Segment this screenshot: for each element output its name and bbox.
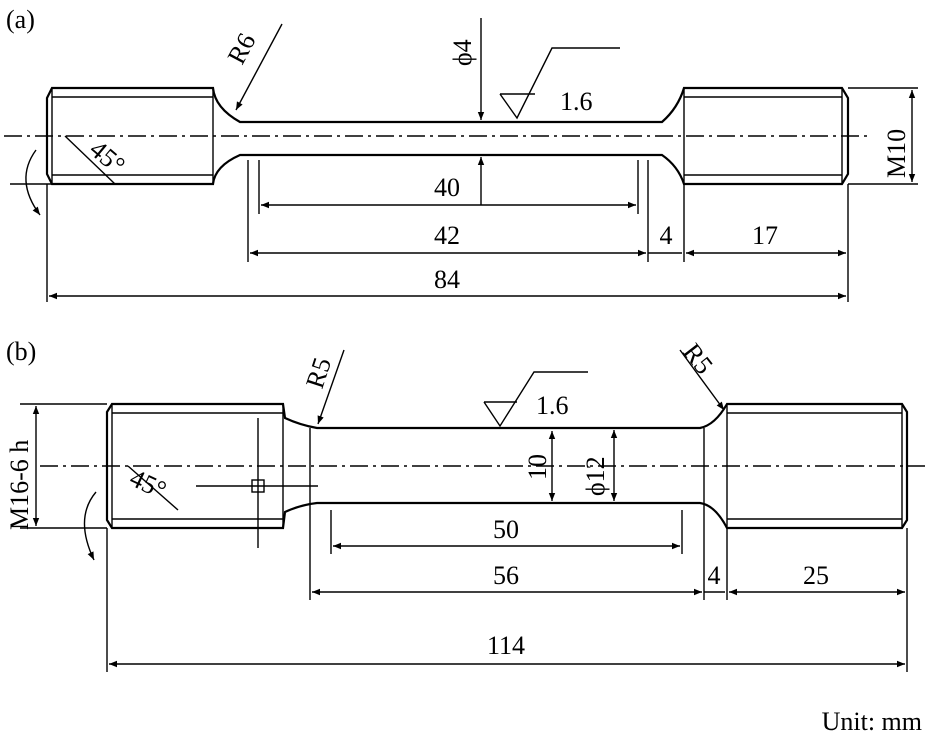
dim-gauge-b: 50	[493, 515, 519, 544]
chamfer-arc-a	[25, 149, 41, 216]
figure-a: (a) R6 ϕ4 1.6 M10 45°	[4, 5, 918, 302]
unit-note: Unit: mm	[822, 707, 922, 736]
thread-label-a: M10	[882, 129, 911, 178]
radius-leader-b-left	[317, 349, 345, 425]
dim-grip-b: 25	[803, 561, 829, 590]
crosshair-square	[251, 479, 265, 493]
roughness-symbol-a	[499, 47, 620, 120]
dim-fillet-a: 4	[660, 221, 673, 250]
radius-leader-a	[235, 23, 283, 111]
figure-a-label: (a)	[6, 5, 35, 34]
chamfer-arc-b	[83, 491, 97, 561]
thread-label-b: M16-6 h	[5, 440, 34, 530]
figure-b: (b) R5 R5 1.6 10	[5, 337, 925, 672]
roughness-value-b: 1.6	[536, 391, 569, 420]
dim-inner-b: 10	[523, 454, 552, 480]
roughness-symbol-b	[483, 371, 588, 428]
dim-gauge-a: 40	[434, 173, 460, 202]
dim-total-b: 114	[487, 631, 525, 660]
specimen-a-outline	[45, 86, 850, 186]
dim-total-a: 84	[434, 265, 460, 294]
chamfer-leader-a	[64, 135, 116, 185]
radius-label-a: R6	[222, 28, 262, 68]
diameter-label-b: ϕ12	[581, 456, 610, 496]
roughness-value-a: 1.6	[560, 87, 593, 116]
dim-parallel-b: 56	[493, 561, 519, 590]
diameter-label-a: ϕ4	[448, 39, 477, 66]
radius-label-b-right: R5	[677, 338, 719, 380]
dim-parallel-a: 42	[434, 221, 460, 250]
chamfer-label-a: 45°	[84, 134, 131, 180]
dim-fillet-b: 4	[708, 561, 721, 590]
figure-b-label: (b)	[6, 337, 36, 366]
radius-leader-b-right	[679, 349, 725, 411]
chamfer-leader-b	[127, 465, 179, 511]
dim-grip-a: 17	[752, 221, 778, 250]
specimen-b-outline	[105, 402, 909, 530]
